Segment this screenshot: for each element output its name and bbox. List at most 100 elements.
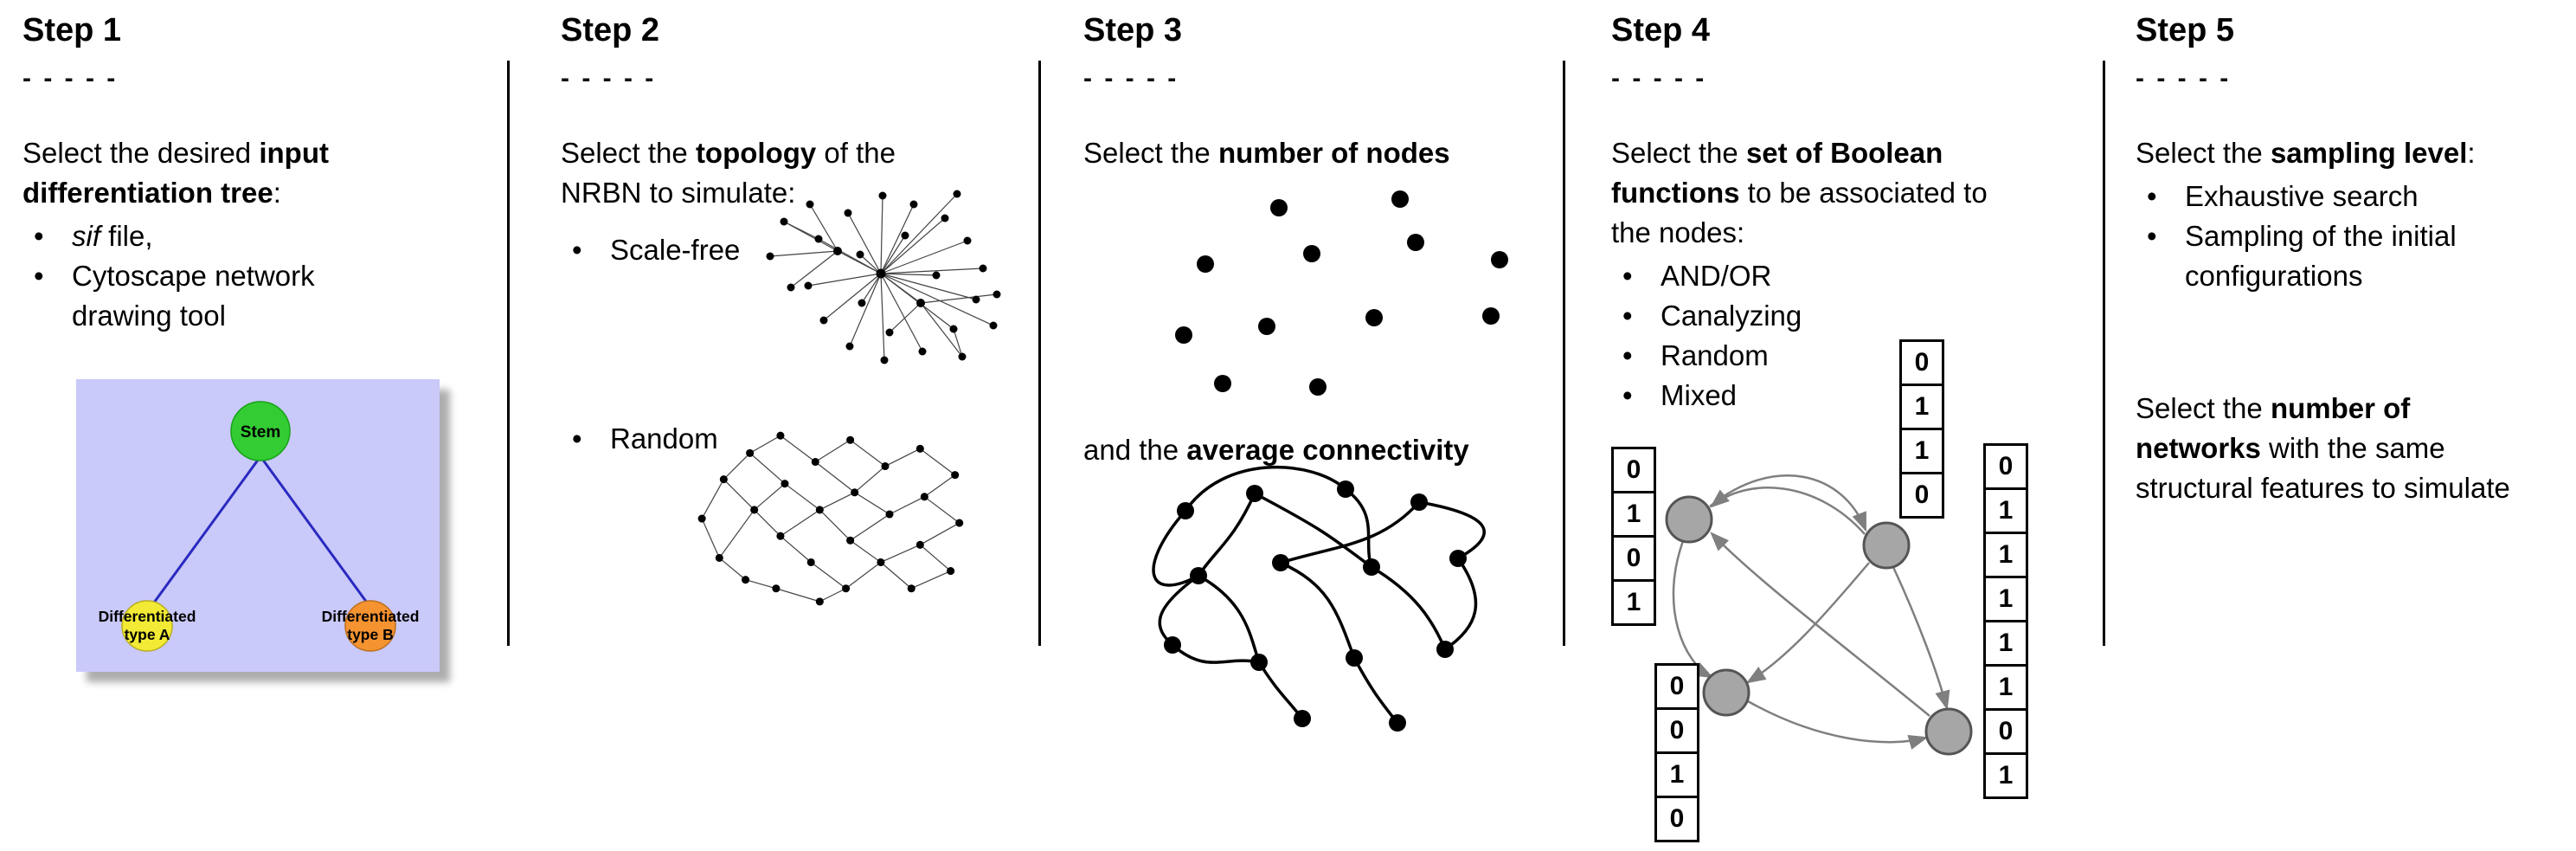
boolean-network-image xyxy=(1665,474,1973,756)
line-text: Select the xyxy=(1083,136,1218,169)
stem-node xyxy=(230,401,291,461)
truth-table-left: 0 1 0 1 xyxy=(1611,447,1656,626)
step-1-title: Step 1 xyxy=(22,12,122,48)
sif-rest: file, xyxy=(100,219,153,252)
column-divider xyxy=(1038,61,1041,646)
step-5-column: Step 5 - - - - - Select the sampling lev… xyxy=(2136,12,2573,791)
bullet-canalyzing: Canalyzing xyxy=(1611,296,2109,336)
intro-text: Select the xyxy=(1611,136,1746,169)
column-divider xyxy=(507,61,510,646)
step-4-bullet-list: AND/OR Canalyzing Random Mixed xyxy=(1611,256,2109,416)
line-bold: average connectivity xyxy=(1186,434,1469,466)
bullet-sif-file: sif file, xyxy=(22,216,516,256)
intro-bold: differentiation tree xyxy=(22,176,273,209)
step-4-intro: Select the set of Boolean functions to b… xyxy=(1611,133,2109,253)
type-a-label-line1: Differentiated xyxy=(99,608,196,625)
intro-text: : xyxy=(273,176,281,209)
para-text: structural features to simulate xyxy=(2136,472,2510,504)
tree-edge-left xyxy=(152,458,260,603)
type-a-node xyxy=(121,600,173,652)
truth-table-cell: 1 xyxy=(1983,487,2028,534)
boolean-network-arrows xyxy=(1672,474,1950,750)
scatter-dots xyxy=(1175,190,1508,396)
network-node-2 xyxy=(1862,521,1911,570)
bullet-random-functions: Random xyxy=(1611,336,2109,376)
type-b-node xyxy=(344,600,396,652)
truth-table-cell: 1 xyxy=(1611,579,1656,626)
bullet-mixed: Mixed xyxy=(1611,376,2109,416)
differentiation-tree-figure: Stem Differentiated type A Differentiate… xyxy=(76,379,440,672)
step-5-title: Step 5 xyxy=(2136,12,2235,48)
scale-free-nodes xyxy=(766,190,1001,364)
sampling-line2: configurations xyxy=(2185,259,2363,292)
scale-free-edges xyxy=(769,193,998,361)
para-bold: networks xyxy=(2136,432,2261,464)
truth-table-cell: 0 xyxy=(1899,472,1944,519)
step-3-column: Step 3 - - - - - Select the number of no… xyxy=(1083,12,1585,748)
random-edges xyxy=(701,435,960,603)
column-divider xyxy=(1563,61,1565,646)
step-2-title: Step 2 xyxy=(561,12,660,48)
bullet-scale-free: Scale-free xyxy=(561,230,740,270)
step-3-separator: - - - - - xyxy=(1083,63,1179,93)
boolean-network-nodes xyxy=(1665,495,1973,756)
step-2-intro: Select the topology of the NRBN to simul… xyxy=(561,133,1032,213)
truth-table-cell: 1 xyxy=(1983,752,2028,799)
type-a-label-line2: type A xyxy=(125,626,170,643)
truth-table-cell: 1 xyxy=(1983,620,2028,667)
cytoscape-line2: drawing tool xyxy=(72,299,226,332)
differentiation-tree-svg: Stem Differentiated type A Differentiate… xyxy=(76,379,440,672)
step-4-column: Step 4 - - - - - Select the set of Boole… xyxy=(1611,12,2109,416)
truth-table-top: 0 1 1 0 xyxy=(1899,339,1944,519)
type-b-label-line2: type B xyxy=(347,626,393,643)
intro-text: Select the desired xyxy=(22,136,260,169)
truth-table-cell: 1 xyxy=(1983,664,2028,711)
para-text: with the same xyxy=(2260,432,2445,464)
truth-table-cell: 0 xyxy=(1611,447,1656,493)
bullet-exhaustive: Exhaustive search xyxy=(2136,177,2573,216)
step-2-column: Step 2 - - - - - Select the topology of … xyxy=(561,12,1032,635)
cytoscape-line1: Cytoscape network xyxy=(72,259,315,292)
truth-table-cell: 0 xyxy=(1611,535,1656,582)
intro-bold: sampling level xyxy=(2270,136,2468,169)
bullet-random: Random xyxy=(561,419,718,459)
truth-table-cell: 0 xyxy=(1983,443,2028,490)
truth-table-cell: 1 xyxy=(1983,532,2028,578)
bullet-and-or: AND/OR xyxy=(1611,256,2109,296)
network-node-4 xyxy=(1924,707,1973,756)
type-b-label-line1: Differentiated xyxy=(322,608,420,625)
step-5-paragraph2: Select the number of networks with the s… xyxy=(2136,389,2510,508)
truth-table-cell: 0 xyxy=(1983,708,2028,755)
curvy-dots xyxy=(1164,480,1467,732)
intro-text: Select the xyxy=(561,136,696,169)
line-bold: number of nodes xyxy=(1217,136,1450,169)
network-node-1 xyxy=(1665,495,1713,544)
step-3-line1: Select the number of nodes xyxy=(1083,133,1585,173)
step-5-intro: Select the sampling level: xyxy=(2136,133,2573,173)
truth-table-cell: 0 xyxy=(1654,663,1699,710)
step-3-title: Step 3 xyxy=(1083,12,1183,48)
para-bold: number of xyxy=(2270,392,2411,424)
intro-text: the nodes: xyxy=(1611,216,1745,248)
nodes-scatter-image xyxy=(1175,190,1508,396)
para-text: Select the xyxy=(2136,392,2271,424)
step-1-separator: - - - - - xyxy=(22,63,119,93)
intro-bold: functions xyxy=(1611,176,1740,209)
tree-edge-right xyxy=(260,458,369,603)
bullet-cytoscape: Cytoscape network drawing tool xyxy=(22,256,516,336)
step-4-title: Step 4 xyxy=(1611,12,1711,48)
intro-text: NRBN to simulate: xyxy=(561,176,796,209)
intro-bold: input xyxy=(259,136,329,169)
truth-table-cell: 0 xyxy=(1654,707,1699,754)
truth-table-cell: 1 xyxy=(1983,576,2028,622)
step-5-bullet-list: Exhaustive search Sampling of the initia… xyxy=(2136,177,2573,296)
truth-table-cell: 0 xyxy=(1899,339,1944,386)
truth-table-cell: 1 xyxy=(1611,491,1656,538)
sif-italic: sif xyxy=(72,219,100,252)
intro-text: of the xyxy=(816,136,896,169)
step-2-separator: - - - - - xyxy=(561,63,657,93)
connectivity-network-image xyxy=(1152,465,1486,732)
random-nodes xyxy=(697,431,964,606)
